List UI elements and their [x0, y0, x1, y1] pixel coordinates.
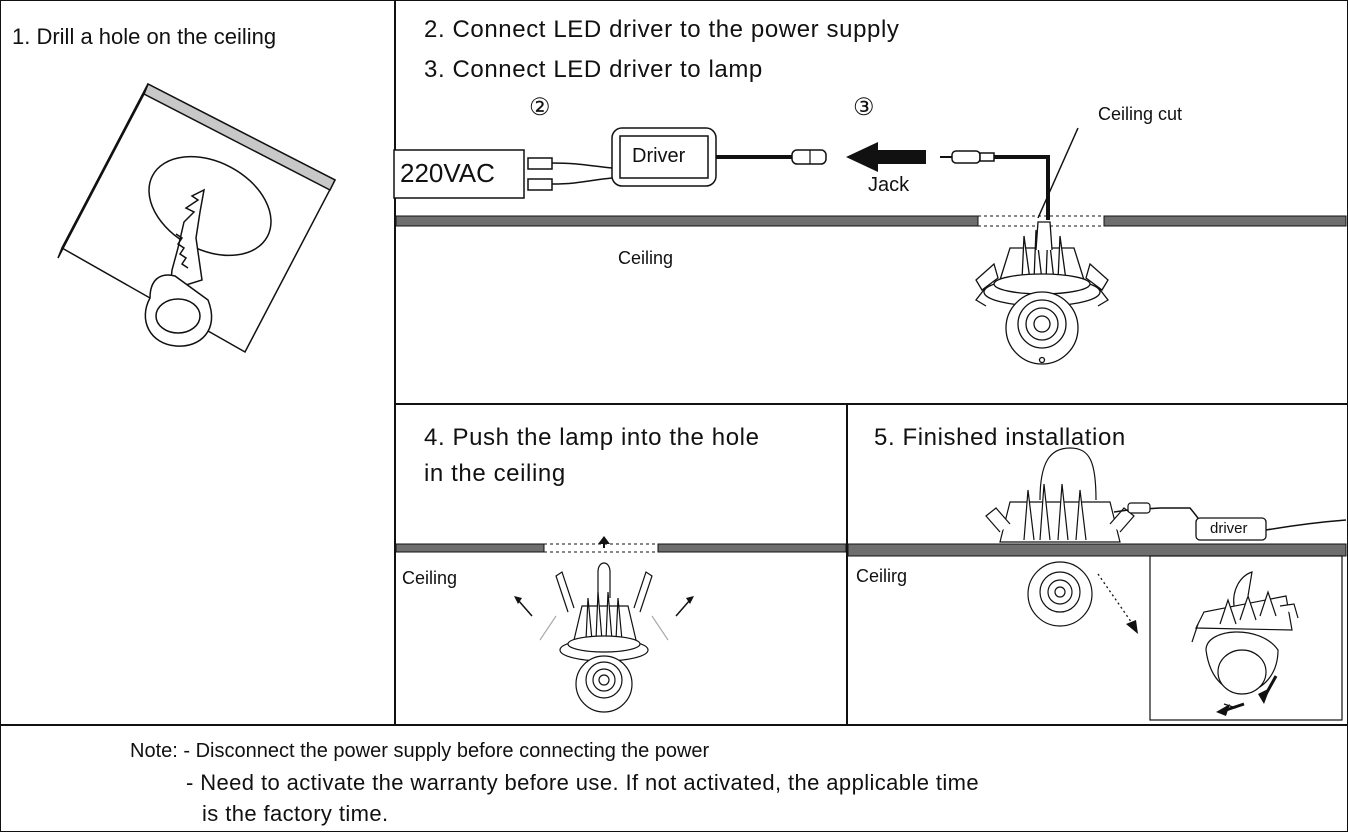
driver-box — [1195, 517, 1267, 541]
lamp-icon — [539, 562, 669, 713]
step4-title-line1: 4. Push the lamp into the hole — [424, 424, 760, 451]
ceiling-cut-label: Ceiling cut — [1098, 104, 1183, 124]
finished-installation-illustration — [847, 447, 1347, 721]
step4-panel — [394, 403, 848, 726]
power-box — [393, 149, 525, 199]
drill-hole-illustration — [57, 82, 337, 354]
step3-title: 3. Connect LED driver to lamp — [424, 56, 763, 83]
terminal-block-icon — [527, 157, 553, 170]
step5-driver-label: driver — [1210, 520, 1248, 537]
arrow-icon — [1126, 620, 1138, 634]
lamp-icon — [985, 447, 1135, 627]
push-lamp-illustration — [395, 536, 847, 713]
note-line3: is the factory time. — [202, 801, 389, 826]
arrow-up-icon — [598, 536, 610, 544]
step5-title: 5. Finished installation — [874, 424, 1126, 451]
step4-ceiling-label: Ceiling — [402, 568, 458, 588]
note-line1: Note: - Disconnect the power supply befo… — [130, 740, 710, 762]
step2-marker: ② — [529, 94, 551, 121]
step3-marker: ③ — [853, 94, 875, 121]
step1-panel — [0, 0, 396, 726]
arrow-icon — [514, 596, 522, 604]
step2-title: 2. Connect LED driver to the power suppl… — [424, 16, 900, 43]
note-line2: - Need to activate the warranty before u… — [186, 770, 980, 795]
driver-label: Driver — [632, 145, 686, 167]
step4-title-line2: in the ceiling — [424, 460, 566, 487]
step5-ceiling-label: Ceilirg — [856, 566, 908, 586]
lamp-icon — [975, 221, 1109, 365]
step1-title: 1. Drill a hole on the ceiling — [12, 24, 277, 49]
jack-label: Jack — [868, 174, 910, 196]
jack-connector-icon — [791, 149, 827, 165]
wiring-illustration — [393, 127, 1347, 365]
arrow-left-icon — [846, 142, 926, 172]
power-label: 220VAC — [400, 158, 495, 188]
ceiling-label: Ceiling — [618, 248, 674, 268]
